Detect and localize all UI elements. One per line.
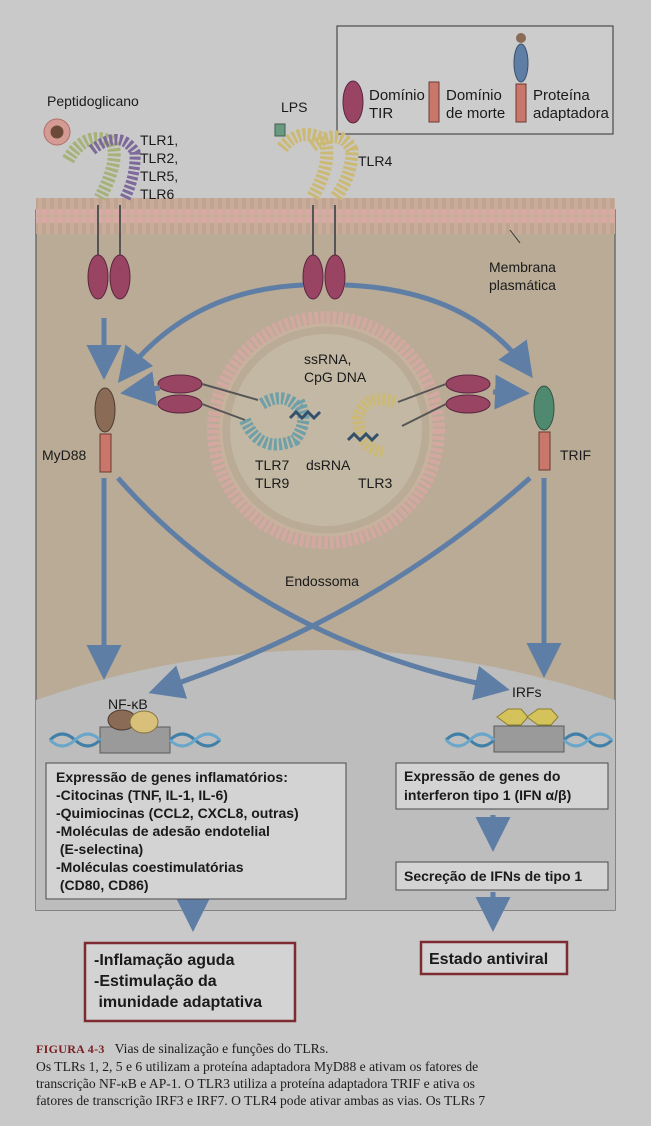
outcome-left-line: -Inflamação aguda [94, 952, 235, 969]
endosome-label: Endossoma [285, 573, 359, 589]
interferon-genes-box: Expressão de genes do interferon tipo 1 … [395, 762, 609, 810]
myd88-adaptor: MyD88 [42, 387, 116, 473]
tlr3-group: dsRNA TLR3 [306, 374, 491, 491]
inflammatory-genes-box: Expressão de genes inflamatórios: -Citoc… [45, 762, 347, 900]
dsrna-label: dsRNA [306, 457, 351, 473]
trif-adaptor: TRIF [533, 385, 591, 471]
caption-line: fatores de transcrição IRF3 e IRF7. O TL… [36, 1093, 486, 1108]
tlr3-label: TLR3 [358, 475, 392, 491]
secretion-label: Secreção de IFNs de tipo 1 [404, 868, 582, 884]
peptidoglycan-label: Peptidoglicano [47, 93, 139, 109]
right-box-line: Expressão de genes do [404, 768, 560, 784]
tlr4-group: LPS TLR4 [274, 99, 392, 300]
tlr-surface-ectodomain-purple [88, 134, 141, 201]
lps-label: LPS [281, 99, 307, 115]
tlr7-label: TLR7 [255, 457, 289, 473]
caption-heading: FIGURA 4-3 Vias de sinalização e funções … [36, 1040, 626, 1058]
left-box-line: -Quimiocinas (CCL2, CXCL8, outras) [56, 805, 299, 821]
left-box-line: (CD80, CD86) [56, 877, 149, 893]
ssrna-label-1: ssRNA, [304, 351, 351, 367]
tlr-surface-label-1: TLR1, [140, 132, 178, 148]
tir-domain-icon [445, 374, 491, 394]
tlr79-group: ssRNA, CpG DNA TLR7 TLR9 [157, 351, 367, 491]
irfs-label: IRFs [512, 684, 542, 700]
legend-adaptor-line2: adaptadora [533, 105, 610, 122]
caption-line: transcrição NF-κB e AP-1. O TLR3 utiliza… [36, 1076, 475, 1091]
tlr-surface-label-3: TLR5, [140, 168, 178, 184]
signaling-arrows [86, 282, 562, 932]
outcome-left-line: -Estimulação da [94, 973, 217, 990]
legend-death-line2: de morte [446, 105, 505, 122]
outcome-antiviral-box: Estado antiviral [419, 940, 569, 976]
tlr4-ectodomain-right [308, 130, 359, 202]
myd88-label: MyD88 [42, 447, 87, 463]
tir-domain-icon [109, 254, 131, 300]
ssrna-strand [288, 409, 322, 421]
secretion-box: Secreção de IFNs de tipo 1 [395, 861, 609, 891]
tlr-surface-label-2: TLR2, [140, 150, 178, 166]
tir-domain-icon [157, 394, 203, 414]
death-domain-icon [428, 81, 440, 123]
left-box-line: -Moléculas de adesão endotelial [56, 823, 270, 839]
nfkb-complex: NF-κB [48, 696, 222, 754]
inflammatory-genes-title: Expressão de genes inflamatórios: [56, 769, 288, 785]
caption-line: Os TLRs 1, 2, 5 e 6 utilizam a proteína … [36, 1059, 479, 1074]
tlr4-ectodomain-left [276, 128, 334, 202]
figure-title: Vias de sinalização e funções do TLRs. [114, 1041, 329, 1056]
plasma-membrane-band [36, 198, 615, 234]
left-box-line: -Moléculas coestimulatórias [56, 859, 244, 875]
tlr9-label: TLR9 [255, 475, 289, 491]
outcome-right-label: Estado antiviral [429, 951, 548, 968]
tir-domain-icon [445, 394, 491, 414]
adaptor-protein-icon [513, 43, 529, 83]
legend-tir-line1: Domínio [369, 87, 425, 104]
figure-label: FIGURA 4-3 [36, 1042, 105, 1056]
endosome: Endossoma [207, 311, 445, 589]
membrane-label-2: plasmática [489, 277, 556, 293]
left-box-line: (E-selectina) [56, 841, 143, 857]
right-box-line: interferon tipo 1 (IFN α/β) [404, 787, 571, 803]
legend-death-line1: Domínio [446, 87, 502, 104]
left-box-line: -Citocinas (TNF, IL-1, IL-6) [56, 787, 228, 803]
legend: Domínio TIR Domínio de morte Proteína ad… [336, 25, 614, 135]
outcome-inflammation-box: -Inflamação aguda -Estimulação da imunid… [83, 941, 297, 1023]
outcome-left-line: imunidade adaptativa [94, 994, 262, 1011]
legend-tir-line2: TIR [369, 105, 393, 122]
figure-caption: FIGURA 4-3 Vias de sinalização e funções … [36, 1040, 626, 1109]
membrane-label-1: Membrana [489, 259, 556, 275]
tlr-surface-label-4: TLR6 [140, 186, 174, 202]
legend-adaptor-line1: Proteína [533, 87, 590, 104]
tir-domain-icon [342, 80, 364, 124]
tir-domain-icon [324, 254, 346, 300]
trif-label: TRIF [560, 447, 591, 463]
tlr-surface-ectodomain-green [62, 132, 121, 202]
tlr4-label: TLR4 [358, 153, 392, 169]
dsrna-strand [346, 431, 380, 443]
nfkb-label: NF-κB [108, 696, 148, 712]
tlr-signaling-diagram: Domínio TIR Domínio de morte Proteína ad… [35, 25, 616, 1023]
tir-domain-icon [157, 374, 203, 394]
tir-domain-icon [302, 254, 324, 300]
surface-tlr-group: Peptidoglicano TLR1, TLR2, TLR5, TLR6 [43, 93, 178, 300]
lps-icon [274, 123, 286, 137]
irfs-complex: IRFs [444, 684, 614, 753]
ssrna-label-2: CpG DNA [304, 369, 367, 385]
tir-domain-icon [87, 254, 109, 300]
